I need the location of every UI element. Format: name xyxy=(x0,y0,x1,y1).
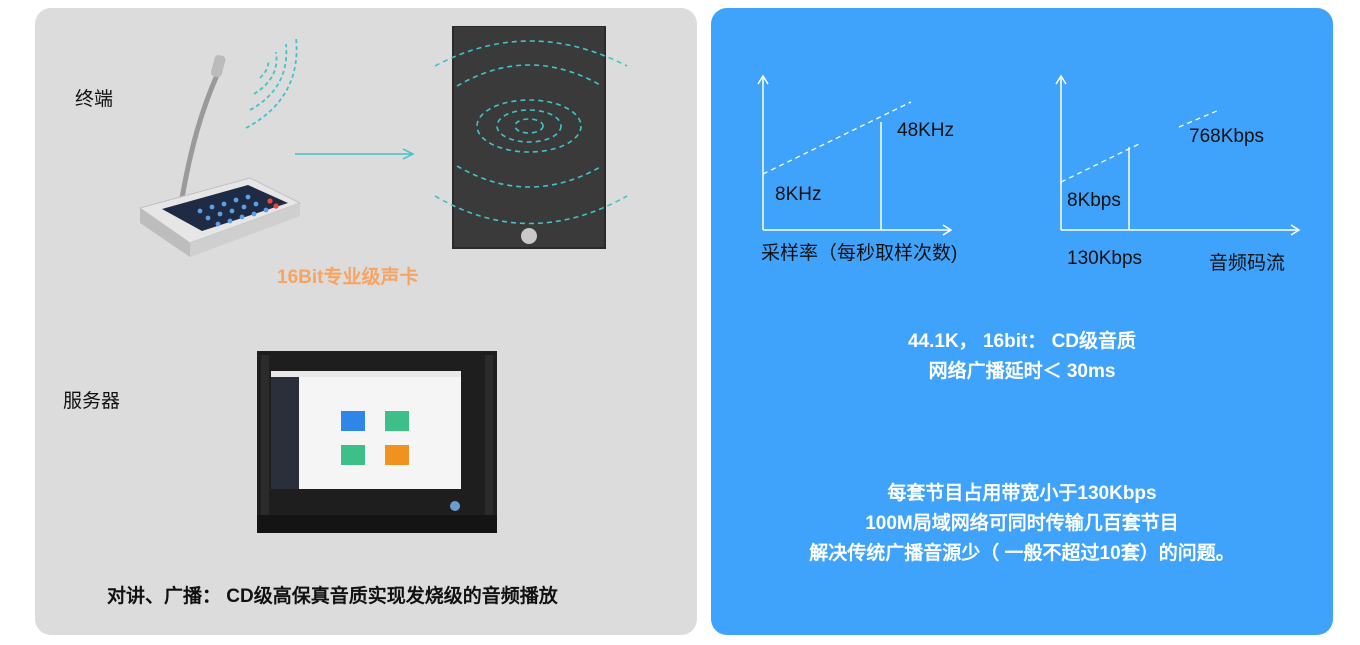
bitrate-axis-label: 音频码流 xyxy=(1209,253,1286,274)
bandwidth-line-2: 100M局域网络可同时传输几百套节目 xyxy=(865,513,1179,534)
quality-line-1: 44.1K， 16bit： CD级音质 xyxy=(907,331,1137,352)
sample-rate-low: 8KHz xyxy=(775,184,822,205)
terminal-label: 终端 xyxy=(75,89,114,110)
speaker-icon xyxy=(434,26,628,249)
soundcard-label: 16Bit专业级声卡 xyxy=(277,267,419,288)
arrow-right-icon xyxy=(295,148,415,160)
bitrate-high: 768Kbps xyxy=(1189,126,1265,147)
bandwidth-line-3: 解决传统广播音源少（ 一般不超过10套）的问题。 xyxy=(809,543,1235,564)
microphone-terminal-icon xyxy=(138,54,302,257)
server-icon xyxy=(257,351,497,533)
server-label: 服务器 xyxy=(63,391,121,412)
quality-line-2: 网络广播延时＜ 30ms xyxy=(928,361,1116,382)
right-panel: 48KHz 8KHz 采样率（每秒取样次数) 768Kbps 8Kbps 130… xyxy=(711,8,1333,635)
sample-rate-axis-label: 采样率（每秒取样次数) xyxy=(761,243,958,264)
left-panel: 终端 xyxy=(35,8,697,635)
sample-rate-high: 48KHz xyxy=(897,120,955,141)
bitrate-low: 8Kbps xyxy=(1067,190,1121,211)
caption-text: 对讲、广播： CD级高保真音质实现发烧级的音频播放 xyxy=(107,586,558,607)
bitrate-tick: 130Kbps xyxy=(1067,248,1143,269)
wireless-signal-icon xyxy=(245,38,298,129)
bitrate-diagram xyxy=(1055,74,1301,236)
sample-rate-diagram xyxy=(757,74,953,236)
bandwidth-line-1: 每套节目占用带宽小于130Kbps xyxy=(887,483,1157,504)
